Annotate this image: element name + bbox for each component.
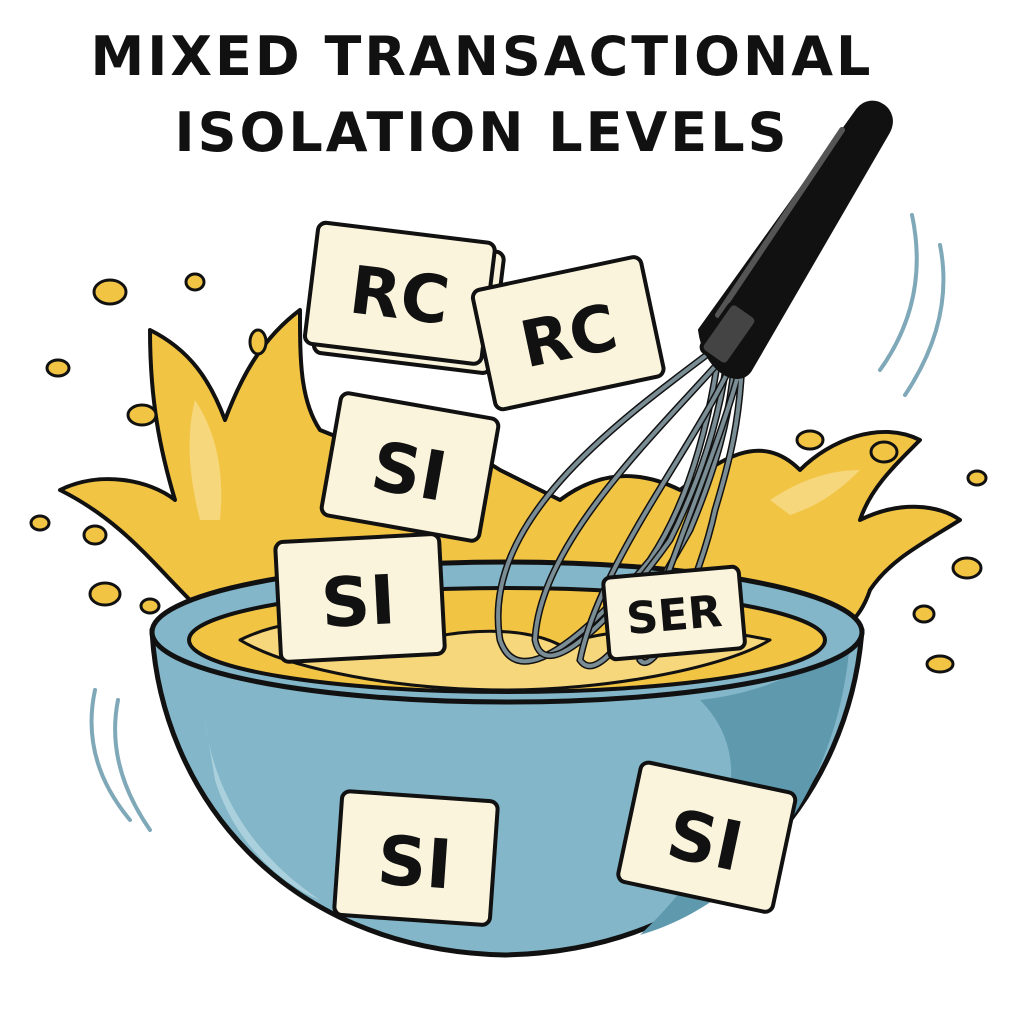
tile-rc-back-label: RC (346, 252, 454, 341)
tile-si-upper-label: SI (366, 427, 453, 518)
tile-si-bowl-left-label: SI (375, 821, 455, 905)
whisk-wires-icon (494, 342, 746, 670)
tile-ser-label: SER (624, 586, 724, 645)
tile-si-bowl-right: SI (616, 760, 798, 914)
tile-si-upper: SI (319, 391, 501, 543)
title-line-1: MIXED TRANSACTIONAL (90, 25, 874, 88)
tile-rc-front: RC (470, 255, 666, 412)
tile-ser: SER (601, 564, 747, 662)
batter-droplets-icon (29, 272, 988, 674)
motion-lines-icon (89, 213, 946, 832)
tile-si-bowl-right-label: SI (660, 795, 749, 888)
title-line-2: ISOLATION LEVELS (174, 101, 790, 164)
tile-si-middle-label: SI (319, 561, 397, 644)
tile-si-middle: SI (273, 532, 447, 664)
tile-si-bowl-left: SI (332, 789, 500, 927)
whisk-handle-icon (697, 100, 893, 379)
